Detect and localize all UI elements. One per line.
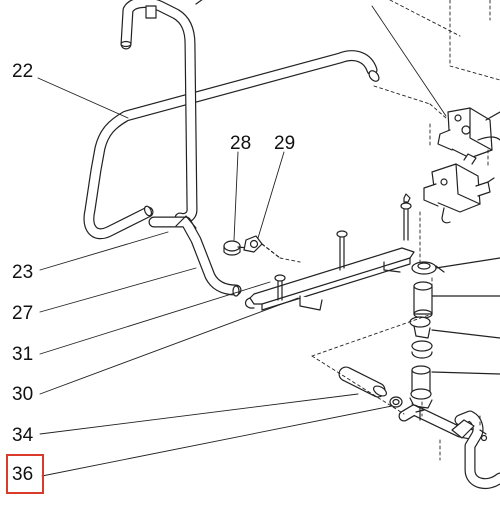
callout-28: 28 — [230, 133, 252, 154]
rail-bracket-30 — [244, 193, 415, 311]
callout-30: 30 — [12, 384, 34, 405]
hose-top-loop — [120, 0, 203, 224]
y-connector-23 — [148, 215, 242, 297]
hose-22 — [83, 50, 380, 240]
callout-27: 27 — [12, 303, 34, 324]
clamp-29 — [243, 235, 281, 259]
highlighted-callout-box — [6, 454, 44, 494]
solenoid-valve-lower — [423, 153, 495, 224]
leader-lines — [37, 5, 447, 477]
solenoid-valve-upper — [437, 107, 500, 159]
fitting-36 — [389, 396, 425, 421]
clip-28 — [223, 240, 249, 256]
assembly-guide-lines — [279, 0, 500, 461]
tee-fitting-assembly — [398, 404, 500, 490]
callout-23: 23 — [12, 262, 34, 283]
callout-34: 34 — [12, 425, 34, 446]
valve-outlet — [477, 136, 500, 141]
callout-22: 22 — [12, 61, 34, 82]
clamp-stack — [409, 257, 500, 409]
callout-29: 29 — [274, 133, 296, 154]
callout-31: 31 — [12, 344, 34, 365]
callout-36[interactable]: 36 — [12, 464, 34, 485]
short-hose-34 — [338, 366, 387, 398]
